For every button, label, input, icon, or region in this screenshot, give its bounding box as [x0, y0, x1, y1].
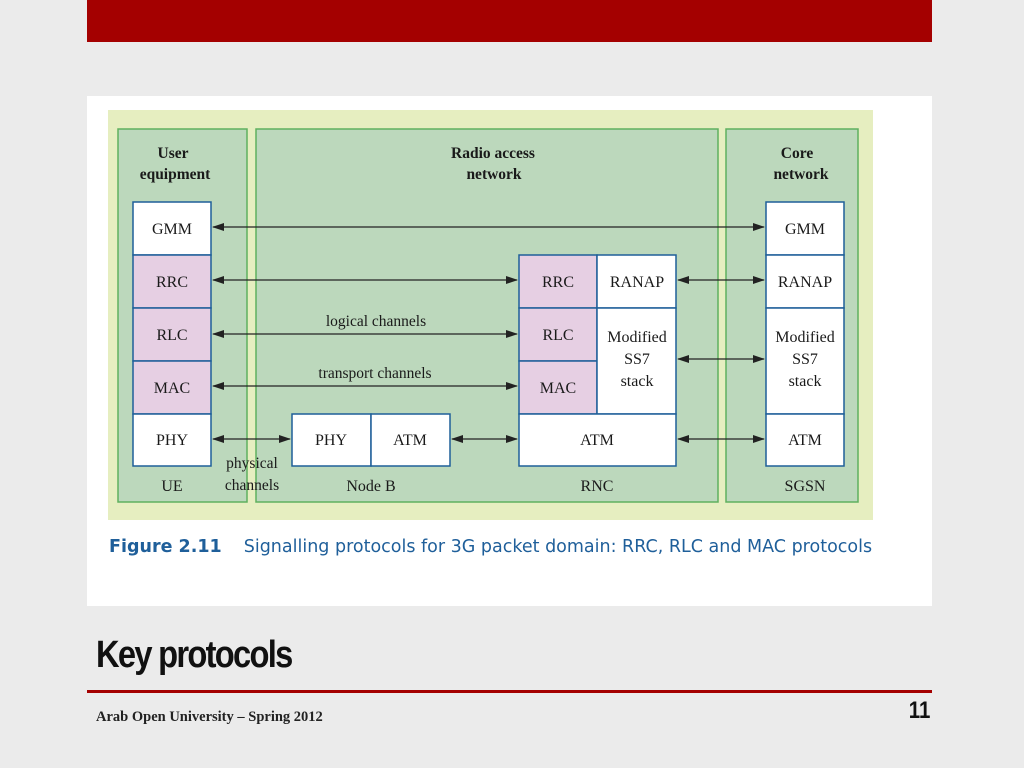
protocol-diagram: User equipment Radio access network Core…	[108, 110, 873, 520]
sgsn-ranap-label: RANAP	[778, 274, 832, 291]
nodeb-atm-box	[370, 413, 451, 467]
rnc-modified-ss7-box	[596, 307, 677, 415]
rnc-rlc-box	[518, 307, 598, 362]
transport-channels-label: transport channels	[318, 365, 431, 382]
ue-rlc-label: RLC	[156, 327, 187, 344]
rnc-atm-label: ATM	[580, 432, 614, 449]
sgsn-node-label: SGSN	[785, 478, 826, 495]
figure-caption: Figure 2.11 Signalling protocols for 3G p…	[109, 534, 889, 560]
ue-node-label: UE	[161, 478, 182, 495]
physical-channels-line2: channels	[225, 477, 279, 494]
core-heading-line1: Core	[781, 145, 814, 162]
rnc-ranap-label: RANAP	[610, 274, 664, 291]
sgsn-gmm-box	[765, 201, 845, 256]
ue-heading-line1: User	[158, 145, 189, 162]
title-underline	[87, 690, 932, 693]
rnc-mac-box	[518, 360, 598, 415]
ue-phy-box	[132, 413, 212, 467]
sgsn-atm-box	[765, 413, 845, 467]
sgsn-atm-label: ATM	[788, 432, 822, 449]
figure-caption-label: Figure 2.11	[109, 537, 222, 557]
logical-channels-label: logical channels	[326, 313, 426, 330]
sgsn-ranap-box	[765, 254, 845, 309]
rnc-modified-line2: SS7	[624, 351, 650, 368]
nodeb-phy-label: PHY	[315, 432, 347, 449]
rnc-rrc-label: RRC	[542, 274, 574, 291]
ue-heading-line2: equipment	[140, 166, 211, 183]
core-heading-line2: network	[773, 166, 828, 183]
ue-mac-label: MAC	[154, 380, 190, 397]
ue-phy-label: PHY	[156, 432, 188, 449]
rnc-modified-line3: stack	[621, 373, 654, 390]
rnc-mac-label: MAC	[540, 380, 576, 397]
sgsn-gmm-label: GMM	[785, 221, 825, 238]
slide-title: Key protocols	[96, 634, 293, 676]
sgsn-modified-line2: SS7	[792, 351, 818, 368]
figure-caption-text: Signalling protocols for 3G packet domai…	[243, 537, 873, 557]
rnc-modified-line1: Modified	[607, 329, 667, 346]
ran-heading-line1: Radio access	[451, 145, 535, 162]
ue-rrc-label: RRC	[156, 274, 188, 291]
slide-footer: Arab Open University – Spring 2012	[96, 709, 323, 725]
ue-gmm-label: GMM	[152, 221, 192, 238]
figure-panel: User equipment Radio access network Core…	[87, 96, 932, 606]
top-accent-bar	[87, 0, 932, 42]
sgsn-modified-line3: stack	[789, 373, 822, 390]
nodeb-phy-box	[291, 413, 372, 467]
rnc-rlc-label: RLC	[542, 327, 573, 344]
rnc-atm-box	[518, 413, 677, 467]
rnc-node-label: RNC	[581, 478, 614, 495]
rnc-ranap-box	[596, 254, 677, 309]
page-number: 11	[908, 697, 930, 724]
sgsn-modified-line1: Modified	[775, 329, 835, 346]
physical-channels-line1: physical	[226, 455, 278, 472]
sgsn-modified-ss7-box	[765, 307, 845, 415]
ran-heading-line2: network	[466, 166, 521, 183]
nodeb-atm-label: ATM	[393, 432, 427, 449]
ue-mac-box	[132, 360, 212, 415]
nodeb-node-label: Node B	[346, 478, 395, 495]
